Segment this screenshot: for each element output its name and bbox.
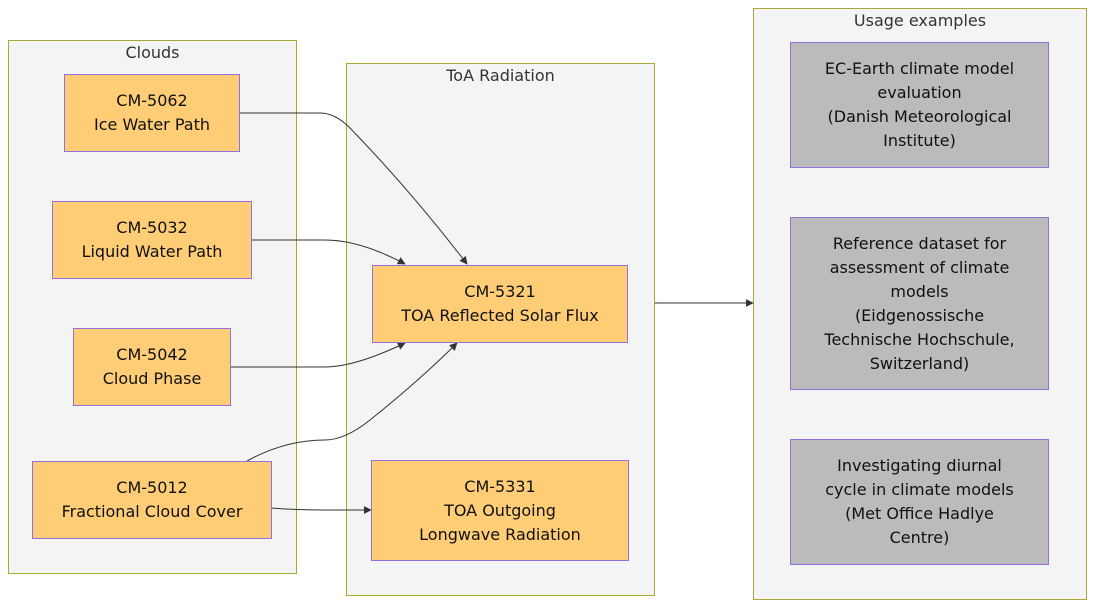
cluster-title-toa-radiation: ToA Radiation bbox=[446, 66, 555, 85]
usage-line: Institute) bbox=[883, 131, 956, 150]
node-label: Fractional Cloud Cover bbox=[61, 502, 243, 521]
usage-ec-earth: EC-Earth climate model evaluation (Danis… bbox=[790, 42, 1049, 168]
usage-line: cycle in climate models bbox=[825, 480, 1014, 499]
node-cm-5012: CM-5012 Fractional Cloud Cover bbox=[32, 461, 272, 539]
cluster-title-clouds: Clouds bbox=[125, 43, 180, 62]
node-cm-5042: CM-5042 Cloud Phase bbox=[73, 328, 231, 406]
usage-diurnal-cycle: Investigating diurnal cycle in climate m… bbox=[790, 439, 1049, 565]
node-id: CM-5032 bbox=[116, 218, 188, 237]
node-id: CM-5321 bbox=[464, 282, 536, 301]
usage-line: models bbox=[890, 281, 949, 301]
node-label-line2: Longwave Radiation bbox=[419, 524, 581, 544]
usage-line: Technische Hochschule, bbox=[824, 329, 1015, 349]
node-label: Cloud Phase bbox=[102, 369, 202, 388]
usage-line: (Met Office Hadlye bbox=[845, 504, 994, 523]
usage-line: Reference dataset for bbox=[832, 233, 1007, 253]
usage-line: assessment of climate bbox=[829, 257, 1010, 277]
node-id: CM-5331 bbox=[464, 476, 536, 496]
usage-line: (Eidgenossische bbox=[854, 305, 985, 325]
node-cm-5331: CM-5331 TOA Outgoing Longwave Radiation bbox=[371, 460, 629, 561]
node-label: Liquid Water Path bbox=[81, 242, 223, 261]
usage-line: (Danish Meteorological bbox=[827, 107, 1012, 126]
node-label-line1: TOA Outgoing bbox=[444, 500, 556, 520]
usage-reference-dataset: Reference dataset for assessment of clim… bbox=[790, 217, 1049, 390]
usage-line: Investigating diurnal bbox=[837, 456, 1002, 475]
node-label: Ice Water Path bbox=[94, 115, 210, 134]
usage-line: Centre) bbox=[889, 528, 950, 547]
node-cm-5321: CM-5321 TOA Reflected Solar Flux bbox=[372, 265, 628, 343]
node-id: CM-5012 bbox=[116, 478, 188, 497]
usage-line: evaluation bbox=[877, 83, 962, 102]
node-cm-5032: CM-5032 Liquid Water Path bbox=[52, 201, 252, 279]
node-cm-5062: CM-5062 Ice Water Path bbox=[64, 74, 240, 152]
usage-line: Switzerland) bbox=[869, 353, 970, 373]
usage-line: EC-Earth climate model bbox=[824, 59, 1015, 78]
cluster-title-usage-examples: Usage examples bbox=[853, 11, 987, 30]
node-id: CM-5042 bbox=[116, 345, 188, 364]
node-label: TOA Reflected Solar Flux bbox=[401, 306, 599, 325]
node-id: CM-5062 bbox=[116, 91, 188, 110]
